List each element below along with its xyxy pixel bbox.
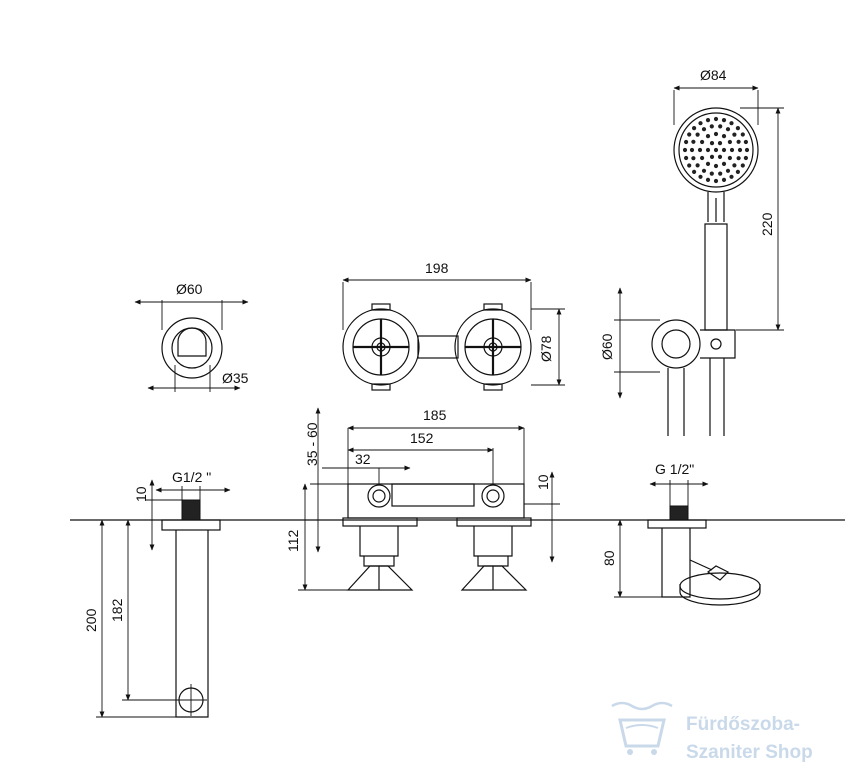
nozzle-dot <box>692 126 697 131</box>
nozzle-dot <box>709 154 715 159</box>
dim-112: 112 <box>285 529 301 552</box>
nozzle-dot <box>684 139 689 145</box>
valves-top-view <box>342 277 565 391</box>
dim-g12-spout: G1/2 " <box>172 469 211 485</box>
dim-d60-holder: Ø60 <box>599 333 615 360</box>
nozzle-dot <box>717 141 723 146</box>
dim-g12-holder: G 1/2" <box>655 461 694 477</box>
spout-front-view <box>96 479 231 718</box>
watermark-logo <box>611 701 673 755</box>
nozzle-dot <box>721 118 727 123</box>
shower-nozzles <box>682 116 750 184</box>
nozzle-dot <box>689 147 695 153</box>
watermark-line1: Fürdőszoba- <box>686 714 800 735</box>
nozzle-dot <box>740 163 745 168</box>
nozzle-dot <box>701 127 707 132</box>
nozzle-dot <box>697 147 703 153</box>
nozzle-dot <box>713 131 719 137</box>
dim-d35: Ø35 <box>222 370 249 386</box>
nozzle-dot <box>705 118 711 123</box>
dim-d60-flange: Ø60 <box>176 281 203 297</box>
holder-front-view <box>614 480 761 606</box>
dim-10-spout: 10 <box>133 486 149 502</box>
nozzle-dot <box>721 177 727 182</box>
nozzle-dot <box>701 168 707 173</box>
dim-152: 152 <box>410 430 434 446</box>
dim-80: 80 <box>601 550 617 566</box>
hand-shower <box>614 85 784 436</box>
nozzle-dot <box>744 147 750 153</box>
nozzle-dot <box>737 147 743 153</box>
nozzle-dot <box>718 171 723 176</box>
nozzle-dot <box>684 155 689 161</box>
nozzle-dot <box>709 124 714 129</box>
nozzle-dot <box>721 134 727 139</box>
nozzle-dot <box>721 147 727 153</box>
nozzle-dot <box>743 139 749 145</box>
nozzle-dot <box>727 139 733 145</box>
nozzle-dot <box>736 156 741 161</box>
nozzle-dot <box>732 163 737 168</box>
nozzle-dot <box>695 163 700 168</box>
nozzle-dot <box>695 132 700 137</box>
nozzle-dot <box>682 147 688 153</box>
nozzle-dot <box>705 134 711 139</box>
watermark-line2: Szaniter Shop <box>686 742 813 763</box>
dim-198: 198 <box>425 260 449 276</box>
dim-35-60: 35 - 60 <box>304 422 320 466</box>
nozzle-dot <box>732 132 737 137</box>
nozzle-dot <box>691 156 696 161</box>
nozzle-dot <box>705 161 711 166</box>
nozzle-dot <box>700 155 705 161</box>
nozzle-dot <box>721 161 727 166</box>
nozzle-dot <box>705 177 711 182</box>
nozzle-dot <box>736 139 741 144</box>
nozzle-dot <box>735 169 741 174</box>
nozzle-dot <box>729 174 734 179</box>
nozzle-dot <box>727 155 733 161</box>
valves-front-view <box>298 407 560 591</box>
nozzle-dot <box>705 147 711 153</box>
nozzle-dot <box>713 163 719 169</box>
dim-185: 185 <box>423 407 447 423</box>
dim-220: 220 <box>759 212 775 236</box>
dim-200: 200 <box>83 608 99 632</box>
nozzle-dot <box>735 126 741 131</box>
nozzle-dot <box>692 169 697 174</box>
nozzle-dot <box>725 168 731 173</box>
nozzle-dot <box>743 155 749 161</box>
nozzle-dot <box>698 174 703 179</box>
nozzle-dot <box>729 147 735 153</box>
dim-182: 182 <box>109 598 125 622</box>
nozzle-dot <box>713 147 719 153</box>
dim-d78: Ø78 <box>538 335 554 362</box>
flange-top-view <box>134 299 249 392</box>
dim-10-valve: 10 <box>535 474 551 490</box>
nozzle-dot <box>717 154 723 159</box>
nozzle-dot <box>740 132 745 137</box>
nozzle-dot <box>725 127 731 132</box>
nozzle-dot <box>709 141 715 146</box>
nozzle-dot <box>691 139 696 144</box>
nozzle-dot <box>713 178 719 184</box>
nozzle-dot <box>718 124 723 129</box>
nozzle-dot <box>709 171 714 176</box>
dim-d84: Ø84 <box>700 67 727 83</box>
nozzle-dot <box>700 139 705 145</box>
nozzle-dot <box>713 116 719 122</box>
nozzle-dot <box>687 132 692 137</box>
nozzle-dot <box>698 121 703 126</box>
nozzle-dot <box>729 121 734 126</box>
nozzle-dot <box>687 163 692 168</box>
dim-32: 32 <box>355 451 371 467</box>
